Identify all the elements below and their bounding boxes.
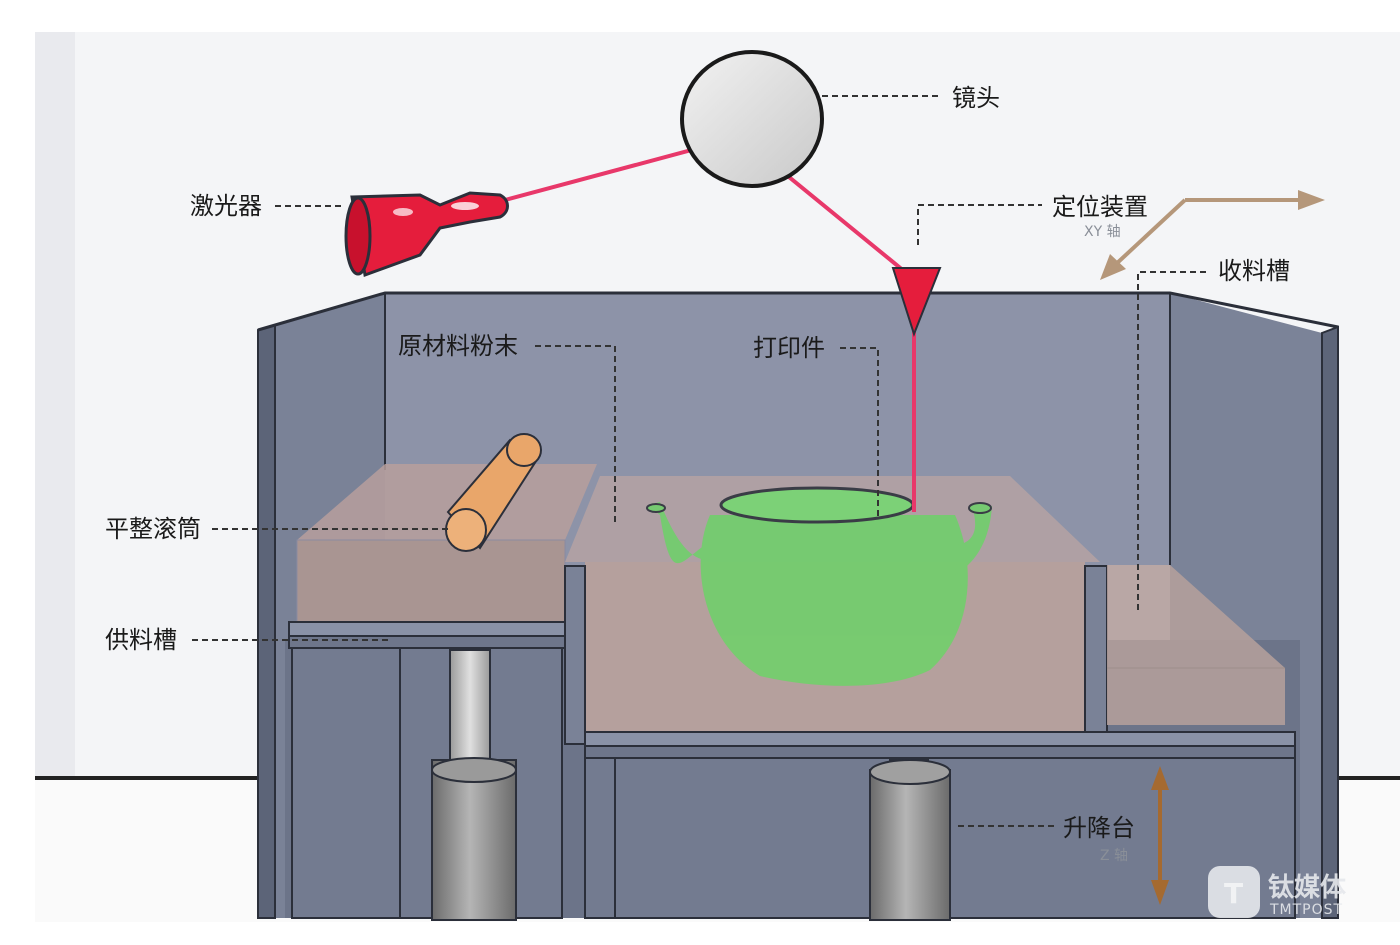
xy-axis-arrows-icon	[1100, 190, 1325, 280]
feed-platform	[288, 621, 568, 637]
build-piston-cylinder	[869, 769, 951, 921]
z-axis-arrow-icon	[1151, 766, 1169, 905]
label-lift-table: 升降台	[1063, 814, 1135, 842]
label-lift-axis: Z 轴	[1100, 848, 1128, 864]
svg-text:T: T	[1224, 877, 1243, 910]
watermark: T 钛媒体 TMTPOST	[1208, 866, 1347, 918]
feed-piston-rod	[449, 649, 491, 779]
label-lens: 镜头	[952, 84, 1000, 112]
roller-icon	[445, 433, 542, 552]
teapot-part	[646, 486, 992, 686]
label-feed-tank: 供料槽	[105, 626, 177, 654]
feed-powder-front	[296, 539, 566, 623]
feed-piston-cylinder	[431, 759, 517, 921]
label-raw-powder: 原材料粉末	[398, 332, 518, 360]
watermark-sub: TMTPOST	[1269, 902, 1343, 918]
build-wall-right	[1084, 565, 1108, 745]
label-laser: 激光器	[190, 192, 262, 220]
label-positioner-axis: XY 轴	[1084, 224, 1121, 240]
label-collect-tank: 收料槽	[1218, 257, 1290, 285]
label-roller: 平整滚筒	[105, 515, 201, 543]
laser-emitter-icon	[344, 191, 509, 278]
lens-icon	[680, 50, 824, 188]
build-platform	[584, 731, 1296, 747]
label-printed-part: 打印件	[753, 334, 825, 362]
build-wall-left	[564, 565, 586, 745]
watermark-logo-icon	[1208, 866, 1260, 918]
collect-powder	[1107, 565, 1285, 725]
watermark-brand: 钛媒体	[1268, 873, 1347, 903]
label-positioner: 定位装置	[1052, 193, 1148, 221]
positioner-nozzle-icon	[891, 267, 942, 337]
